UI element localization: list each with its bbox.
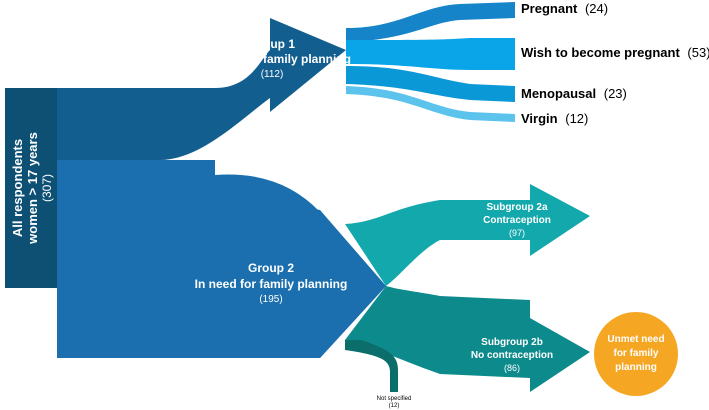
subgroup2a-flow (345, 184, 590, 286)
outcome-wish: Wish to become pregnant (53) (521, 45, 709, 60)
unmet-line1: Unmet need (607, 334, 664, 345)
not-specified-flow (345, 340, 398, 392)
subgroup2b-flow (345, 286, 590, 392)
root-label-line1: All respondents (10, 139, 25, 237)
outcome-pregnant: Pregnant (24) (521, 1, 608, 16)
group1-subtitle: No need for family planning (193, 52, 351, 66)
not-specified-count: (12) (389, 403, 400, 409)
group1-flow (57, 18, 346, 160)
not-specified-label: Not specified (377, 396, 412, 402)
outcome-menopausal-count: (23) (604, 86, 627, 101)
outcome-wish-label: Wish to become pregnant (521, 45, 680, 60)
group1-title: Group 1 (249, 37, 295, 51)
outcome-menopausal-label: Menopausal (521, 86, 596, 101)
outcome-virgin: Virgin (12) (521, 111, 588, 126)
stream-pregnant (346, 2, 515, 42)
outcome-wish-count: (53) (687, 45, 709, 60)
group2-body (57, 160, 386, 358)
subgroup2a-title: Subgroup 2a (486, 202, 548, 213)
root-label-line2: women > 17 years (25, 132, 40, 245)
stream-virgin (346, 86, 515, 122)
subgroup2a-count: (97) (509, 228, 525, 238)
unmet-line3: planning (615, 362, 657, 373)
subgroup2b-subtitle: No contraception (471, 350, 553, 361)
subgroup2a-subtitle: Contraception (483, 215, 551, 226)
outcome-virgin-count: (12) (565, 111, 588, 126)
root-box (5, 88, 57, 288)
group1-count: (112) (261, 69, 284, 80)
stream-wish (346, 38, 515, 70)
group2-title: Group 2 (248, 261, 294, 275)
group2-subtitle: In need for family planning (195, 277, 348, 291)
group2-count: (195) (259, 294, 282, 305)
root-count: (307) (40, 174, 54, 202)
unmet-line2: for family (613, 348, 658, 359)
outcome-pregnant-count: (24) (585, 1, 608, 16)
subgroup2b-title: Subgroup 2b (481, 337, 543, 348)
unmet-need-circle (594, 312, 678, 396)
outcome-menopausal: Menopausal (23) (521, 86, 627, 101)
outcome-pregnant-label: Pregnant (521, 1, 578, 16)
outcome-virgin-label: Virgin (521, 111, 558, 126)
subgroup2b-count: (86) (504, 363, 520, 373)
group2-arrow (320, 210, 386, 358)
stream-menopausal (346, 66, 515, 102)
